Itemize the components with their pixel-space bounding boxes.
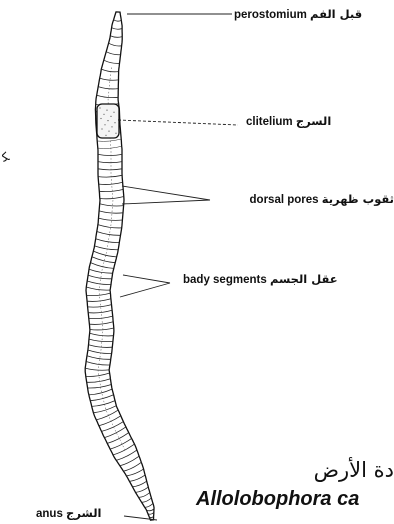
label-dorsal-pores-en: dorsal pores: [250, 194, 319, 206]
clitellum-texture: [101, 128, 102, 129]
clitellum-texture: [107, 120, 108, 121]
clitellum-texture: [105, 135, 106, 136]
label-perostomium-ar: قبل الفم: [310, 7, 362, 21]
label-dorsal-pores: ثقوب ظهرية dorsal pores: [250, 194, 394, 207]
label-body-segments-en: bady segments: [183, 274, 267, 286]
label-perostomium-en: perostomium: [234, 9, 307, 21]
label-perostomium: perostomium قبل الفم: [234, 9, 362, 22]
clitellum-texture: [108, 131, 109, 132]
label-anus-ar: الشرج: [66, 506, 101, 520]
title-scientific: Allolobophora ca: [196, 488, 359, 511]
clitellum-texture: [100, 118, 101, 119]
title-arabic: دة الأرض: [314, 458, 394, 482]
clitellum-texture: [114, 122, 115, 123]
leader-segments-1: [123, 275, 170, 283]
clitellum-texture: [115, 133, 116, 134]
label-anus-en: anus: [36, 508, 63, 520]
label-clitelium: clitelium السرج: [246, 116, 331, 129]
clitellum-texture: [113, 112, 114, 113]
worm-outline: [85, 12, 154, 520]
label-body-segments: bady segments عقل الجسم: [183, 274, 338, 287]
clitellum-texture: [106, 110, 107, 111]
label-clitelium-ar: السرج: [296, 114, 331, 128]
leader-clitelium: [118, 120, 238, 125]
leader-segments-2: [120, 283, 170, 297]
leader-lines: [118, 14, 238, 520]
label-anus: anus الشرج: [36, 508, 101, 521]
label-dorsal-pores-ar: ثقوب ظهرية: [322, 192, 394, 206]
clitellum-texture: [111, 126, 112, 127]
label-clitelium-en: clitelium: [246, 116, 293, 128]
clitellum-texture: [104, 124, 105, 125]
clitellum-texture: [110, 116, 111, 117]
earthworm-body: [85, 12, 154, 520]
leader-dorsal-pore-1: [122, 186, 210, 200]
clitellum-texture: [103, 114, 104, 115]
clitellum-texture: [99, 107, 100, 108]
label-body-segments-ar: عقل الجسم: [270, 272, 338, 286]
leader-dorsal-pore-2: [122, 200, 210, 204]
